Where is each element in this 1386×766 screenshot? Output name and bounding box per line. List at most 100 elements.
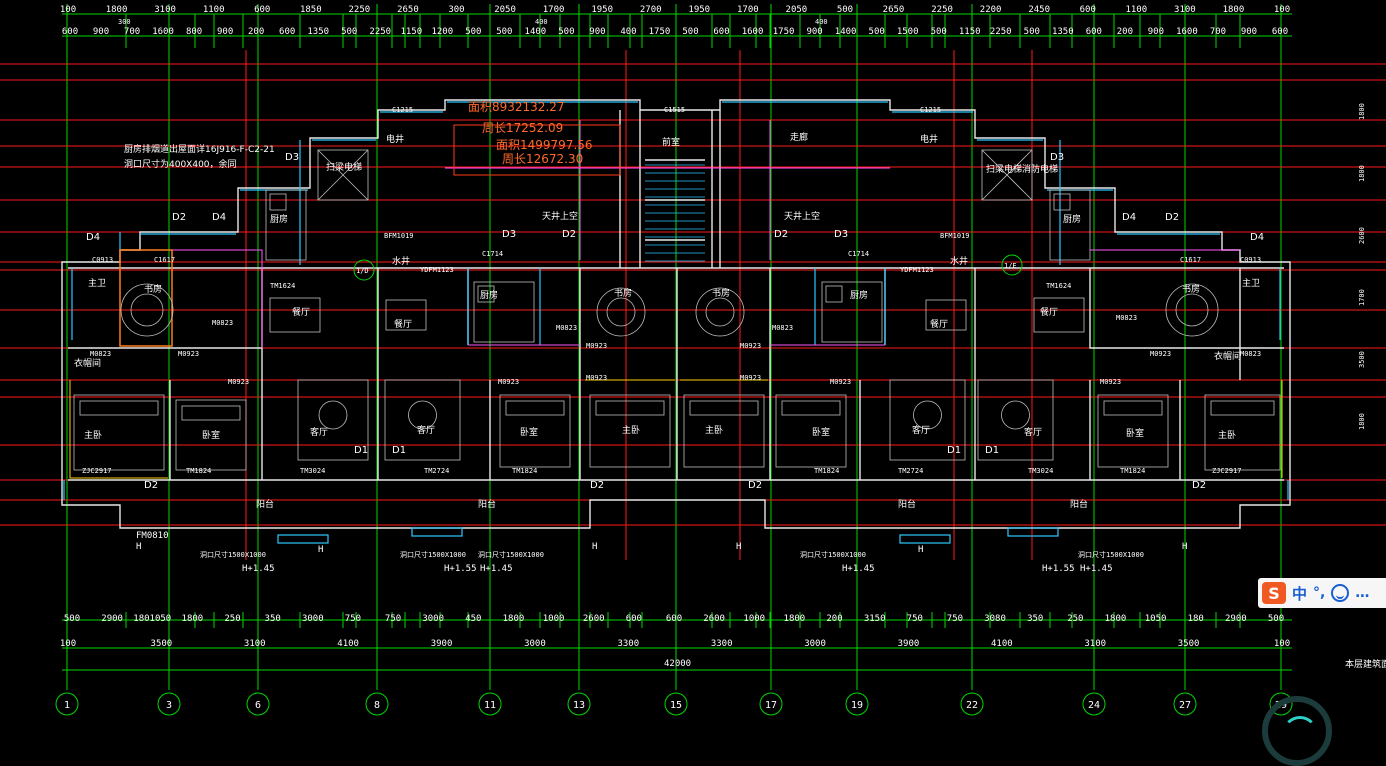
tag-tm1824-4: TM1824 <box>1120 467 1145 475</box>
furniture-round <box>606 297 636 327</box>
dimension-text-small: 300 <box>118 18 131 26</box>
tag-tm3024-1: TM3024 <box>300 467 325 475</box>
axis-label-13: 13 <box>573 700 585 711</box>
tag-m0923-6: M0923 <box>740 342 761 350</box>
furniture-block <box>683 394 765 468</box>
dimension-text: 900 <box>1241 27 1257 37</box>
cad-drawing-canvas[interactable]: 面积8932132.27 周长17252.09 面积1499797.56 周长1… <box>0 0 1386 743</box>
room-lobby: 前室 <box>662 136 680 148</box>
dimension-text: 2700 <box>640 5 662 15</box>
room-master-bed-c1: 主卧 <box>622 424 640 436</box>
mark-h155-3: H+1.45 <box>842 564 875 574</box>
side-dimension-text: 1800 <box>1358 413 1366 430</box>
dimension-text: 900 <box>589 27 605 37</box>
side-dimension-text: 1700 <box>1358 289 1366 306</box>
dimension-text: 1700 <box>737 5 759 15</box>
room-atrium-left: 天井上空 <box>542 210 578 222</box>
dimension-text: 3000 <box>804 639 826 649</box>
tag-d3-c1: D3 <box>502 229 516 240</box>
tag-m0923-7: M0923 <box>740 374 761 382</box>
furniture-block <box>265 189 307 261</box>
tag-d2-c1: D2 <box>562 229 576 240</box>
navigation-wheel-icon[interactable] <box>1262 696 1332 766</box>
room-master-bed-left: 主卧 <box>84 429 102 441</box>
room-study-c1: 书房 <box>614 287 632 299</box>
room-closet-left: 衣帽间 <box>74 357 101 369</box>
ime-toolbar[interactable]: S 中 °, … <box>1258 578 1386 608</box>
note-opening: 洞口尺寸为400X400，余同 <box>124 158 237 170</box>
dimension-text: 1950 <box>688 5 710 15</box>
side-dimension-text: 3500 <box>1358 351 1366 368</box>
room-study-left: 书房 <box>144 283 162 295</box>
room-elec-shaft-left: 电井 <box>386 133 404 145</box>
furniture-block <box>595 400 665 416</box>
tag-bfm-1: BFM1019 <box>384 232 414 240</box>
furniture-block <box>277 534 329 544</box>
dimension-text: 100 <box>60 639 76 649</box>
room-water-shaft-right: 水井 <box>950 255 968 267</box>
dimension-text: 1600 <box>1176 27 1198 37</box>
furniture-block <box>181 405 241 421</box>
dimension-lines <box>62 13 1292 671</box>
room-master-bed-right: 主卧 <box>1218 429 1236 441</box>
dimension-text: 250 <box>224 614 240 624</box>
furniture-block <box>505 400 565 416</box>
mark-h145-2: H <box>318 545 323 555</box>
dimension-text: 500 <box>64 614 80 624</box>
dimension-text: 1800 <box>1223 5 1245 15</box>
tag-m0923-3: M0923 <box>498 378 519 386</box>
axis-label-3: 3 <box>166 700 172 711</box>
tag-c1215-2: C1215 <box>920 106 941 114</box>
dimension-text: 100 <box>1274 639 1290 649</box>
ime-punctuation-toggle[interactable]: °, <box>1313 585 1326 601</box>
room-balcony-right: 阳台 <box>1070 498 1088 510</box>
mark-h145-5: H <box>918 545 923 555</box>
furniture-block <box>385 299 427 331</box>
furniture-block <box>589 394 671 468</box>
dimension-text: 1200 <box>431 27 453 37</box>
dimension-text: 500 <box>931 27 947 37</box>
dimension-text: 1000 <box>743 614 765 624</box>
dimension-text: 3000 <box>302 614 324 624</box>
dimension-text: 1050 <box>1145 614 1167 624</box>
dimension-text: 1150 <box>400 27 422 37</box>
ime-mode-toggle[interactable]: 中 <box>1292 584 1308 603</box>
dimension-text: 4100 <box>991 639 1013 649</box>
ime-more-button[interactable]: … <box>1355 585 1370 601</box>
dimension-text-small: 400 <box>815 18 828 26</box>
furniture-round <box>130 293 164 327</box>
dimension-text: 2900 <box>101 614 123 624</box>
tag-zjc-1: ZJC2917 <box>82 467 112 475</box>
tag-tm1624-2: TM1624 <box>1046 282 1071 290</box>
dimension-text: 600 <box>254 5 270 15</box>
room-kitchen-left: 厨房 <box>270 213 288 225</box>
dimension-text: 3100 <box>244 639 266 649</box>
dimension-text: 450 <box>465 614 481 624</box>
furniture-block <box>73 394 165 471</box>
dimension-text: 500 <box>341 27 357 37</box>
dimension-text: 1700 <box>543 5 565 15</box>
furniture-block <box>775 394 847 468</box>
dimension-text: 750 <box>947 614 963 624</box>
tag-tm1824-2: TM1824 <box>512 467 537 475</box>
dimension-text: 700 <box>124 27 140 37</box>
room-dining-c2: 餐厅 <box>930 318 948 330</box>
ime-logo-icon[interactable]: S <box>1262 582 1286 604</box>
axis-label-11: 11 <box>484 700 496 711</box>
ime-emoji-icon[interactable] <box>1331 584 1350 602</box>
tag-c1714-2: C1714 <box>848 250 869 258</box>
room-bed-c2: 卧室 <box>812 426 830 438</box>
furniture-block <box>1210 400 1275 416</box>
tag-ydfm-2: YDFM1123 <box>900 266 934 274</box>
mark-h-1: FM0810 <box>136 531 169 541</box>
dimension-text: 1750 <box>773 27 795 37</box>
tag-c1515: C1515 <box>664 106 685 114</box>
room-balcony-c1: 阳台 <box>478 498 496 510</box>
room-dining-right: 餐厅 <box>1040 306 1058 318</box>
dimension-text: 900 <box>217 27 233 37</box>
dimension-text: 1800 <box>106 5 128 15</box>
dimension-text: 1801050 <box>133 614 171 624</box>
dimension-text: 750 <box>345 614 361 624</box>
mark-h145-6: H <box>1182 542 1187 552</box>
dimension-text: 900 <box>806 27 822 37</box>
